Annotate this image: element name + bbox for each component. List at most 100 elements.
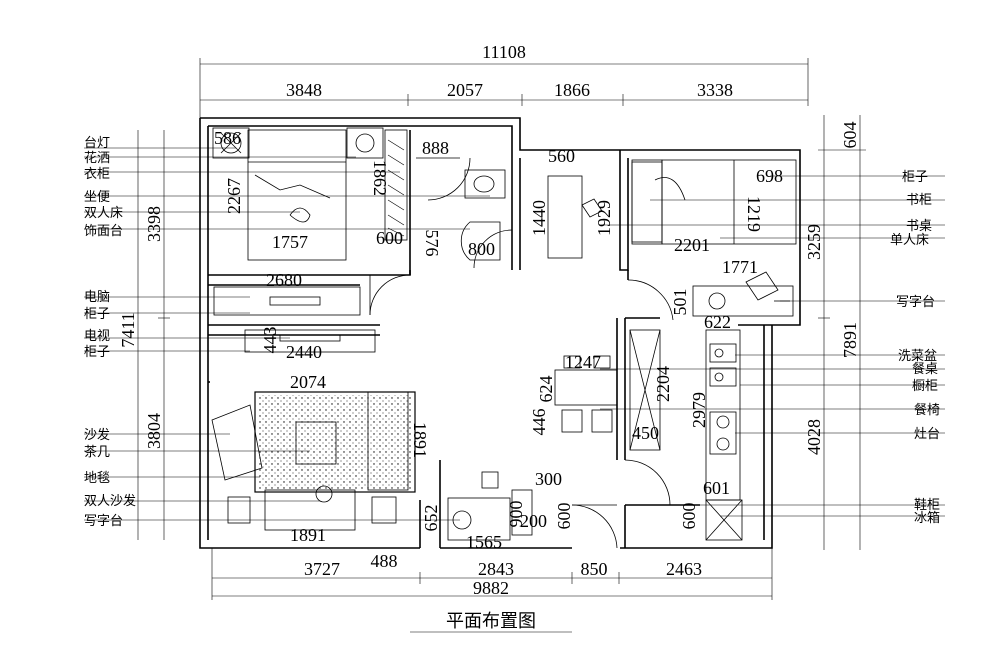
label-dining-table: 餐桌 [912,361,938,376]
dim-left-3: 3804 [144,413,164,449]
walls [199,117,801,549]
dim-1565: 1565 [466,532,502,552]
label-bookcase: 书柜 [906,192,932,207]
dining-chair [591,409,613,433]
desk-chair-icon [708,292,726,310]
master-bedroom-furniture [212,127,408,316]
kitchen-fixtures [629,329,743,541]
dim-bottom-3: 850 [581,559,608,579]
living-room-furniture [211,329,533,541]
label-fridge: 冰箱 [914,510,940,525]
dim-800: 800 [468,239,495,259]
label-toilet: 坐便 [84,189,110,204]
dim-top-1: 3848 [286,80,322,100]
dim-501: 501 [670,289,690,316]
dim-698: 698 [756,166,783,186]
dim-601: 601 [703,478,730,498]
dim-left-1: 3398 [144,206,164,242]
right-dimension-lines [818,115,866,550]
label-sink: 洗菜盆 [898,348,937,363]
sofa [367,391,409,491]
loveseat [264,489,356,531]
dim-560: 560 [548,146,575,166]
right-labels: 柜子 书柜 书桌 单人床 写字台 洗菜盆 餐桌 橱柜 餐椅 灶台 鞋柜 冰箱 [890,169,940,525]
label-coffee-table: 茶几 [84,444,110,459]
label-loveseat: 双人沙发 [84,493,136,508]
dim-bottom-1: 3727 [304,559,340,579]
label-cabinet-2: 柜子 [84,344,110,359]
dining-chair [561,409,583,433]
shoe-cabinet [629,329,661,451]
computer-icon [269,296,321,306]
dining-chair [593,355,611,369]
dim-overall-bottom: 9882 [473,578,509,598]
dim-888: 888 [422,138,449,158]
dim-1891b: 1891 [290,525,326,545]
side-table [227,496,251,524]
dim-top-3: 1866 [554,80,590,100]
dim-1219: 1219 [744,196,764,232]
computer-desk [213,286,361,316]
label-shoe-cabinet: 鞋柜 [914,497,940,512]
label-lamp: 台灯 [84,135,110,150]
label-stove: 灶台 [914,426,940,441]
study-desk [547,175,583,259]
stove-icon [709,411,737,455]
dim-1929: 1929 [594,200,614,236]
dim-top-2: 2057 [447,80,483,100]
dim-576: 576 [422,230,442,257]
dim-left-2: 7411 [118,312,138,347]
dining-table [554,369,618,406]
dim-2204: 2204 [653,366,673,402]
dim-900: 900 [506,501,526,528]
dining-set [554,355,618,433]
dim-bottom-extra: 488 [371,551,398,571]
dim-right-4: 4028 [804,419,824,455]
dim-bottom-2: 2843 [478,559,514,579]
dim-right-1: 604 [840,122,860,149]
dim-2201: 2201 [674,235,710,255]
dim-200: 200 [520,511,547,531]
dim-bottom-4: 2463 [666,559,702,579]
single-bed [661,159,797,245]
bottom-dimension-lines [211,548,773,633]
double-bed [247,129,347,261]
label-rug: 地毯 [84,470,110,485]
label-writing-desk-right: 写字台 [896,294,935,309]
dim-2074: 2074 [290,372,326,392]
dim-1771: 1771 [722,257,758,277]
left-dimension-lines [137,130,170,540]
dim-top-4: 3338 [697,80,733,100]
top-dimension-lines [199,58,809,128]
dim-overall-top: 11108 [482,42,526,62]
tv-cabinet [244,329,376,353]
dim-443: 443 [260,327,280,354]
dim-600a: 600 [376,228,403,248]
left-labels: 台灯 花洒 衣柜 坐便 双人床 饰面台 电脑 柜子 电视 柜子 沙发 茶几 地毯… [84,135,136,528]
basin [460,221,501,261]
dim-446: 446 [529,409,549,436]
dim-1247: 1247 [565,352,601,372]
dim-1440: 1440 [529,200,549,236]
entry-desk [447,497,511,541]
entry-cabinet [511,489,533,536]
lamp-icon [220,132,242,154]
label-tv: 电视 [84,328,110,343]
dim-2979: 2979 [689,392,709,428]
label-dining-chair: 餐椅 [914,402,940,417]
label-shower: 花洒 [84,150,110,165]
label-cabinet-right: 柜子 [902,169,928,184]
label-cabinet: 柜子 [84,306,110,321]
side-table [371,496,397,524]
label-wardrobe: 衣柜 [84,166,110,181]
dim-450: 450 [632,423,659,443]
dim-2680: 2680 [266,270,302,290]
lamp-table [212,127,250,159]
dim-300: 300 [535,469,562,489]
dim-600c: 600 [679,503,699,530]
dim-624: 624 [536,376,556,403]
fridge [705,499,743,541]
dim-600b: 600 [554,503,574,530]
